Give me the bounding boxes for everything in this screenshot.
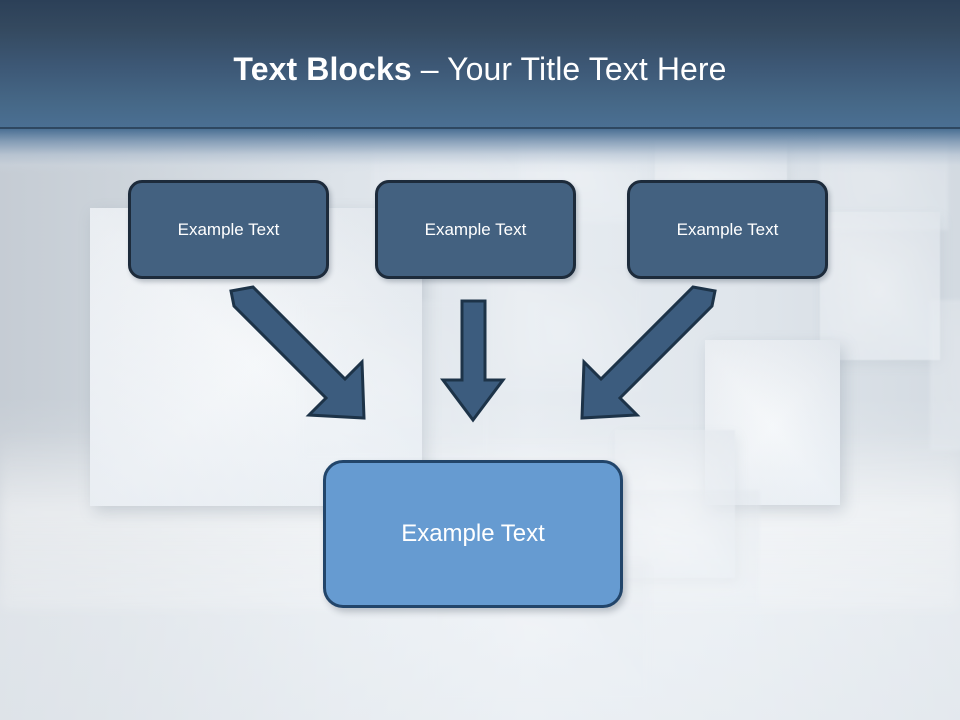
text-block-1-label: Example Text bbox=[177, 219, 280, 239]
text-block-result-label: Example Text bbox=[401, 520, 545, 547]
page-title-bold: Text Blocks bbox=[233, 51, 412, 87]
page-title-separator: – bbox=[411, 51, 448, 87]
title-bar-fade bbox=[0, 129, 960, 173]
text-block-1[interactable]: Example Text bbox=[128, 180, 329, 279]
background-envelope bbox=[930, 300, 960, 450]
text-block-result[interactable]: Example Text bbox=[323, 460, 623, 608]
background-envelope bbox=[705, 340, 840, 505]
title-bar-rule bbox=[0, 127, 960, 129]
background-envelope bbox=[615, 430, 735, 578]
background-envelope bbox=[300, 300, 490, 460]
page-title-regular: Your Title Text Here bbox=[447, 51, 727, 87]
text-block-2[interactable]: Example Text bbox=[375, 180, 576, 279]
background-envelope bbox=[600, 490, 760, 610]
title-bar bbox=[0, 0, 960, 129]
background-envelope bbox=[820, 212, 940, 360]
text-block-2-label: Example Text bbox=[424, 219, 527, 239]
page-title: Text Blocks – Your Title Text Here bbox=[0, 49, 960, 89]
text-block-3[interactable]: Example Text bbox=[627, 180, 828, 279]
background-envelope bbox=[490, 266, 640, 390]
text-block-3-label: Example Text bbox=[676, 219, 779, 239]
